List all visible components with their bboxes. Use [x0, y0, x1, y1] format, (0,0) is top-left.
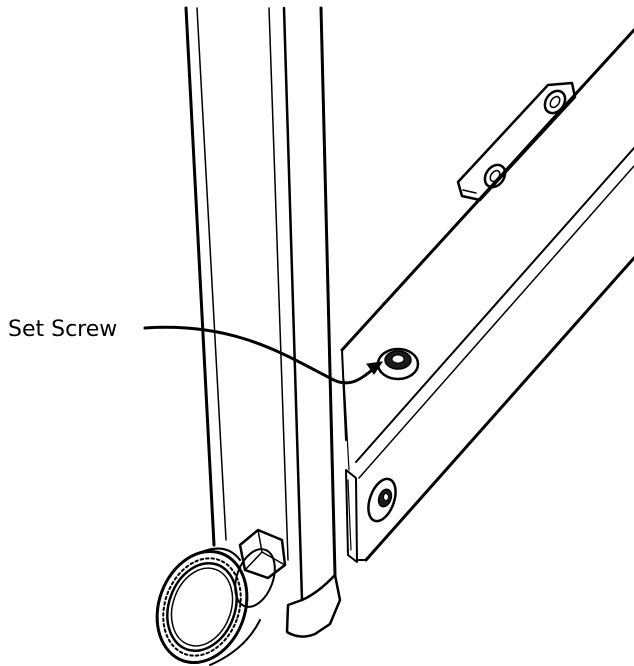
- side-bolt-icon: [367, 477, 397, 523]
- leveling-foot-icon: [155, 528, 287, 666]
- horizontal-rail: [340, 28, 634, 563]
- vertical-leg: [184, 6, 342, 638]
- callout-arrowhead: [366, 361, 384, 375]
- mounting-bracket: [456, 81, 577, 202]
- set-screw-callout: Set Screw: [8, 317, 384, 385]
- set-screw-icon: [376, 347, 420, 381]
- set-screw-label: Set Screw: [8, 317, 117, 342]
- callout-leader-line: [143, 325, 379, 385]
